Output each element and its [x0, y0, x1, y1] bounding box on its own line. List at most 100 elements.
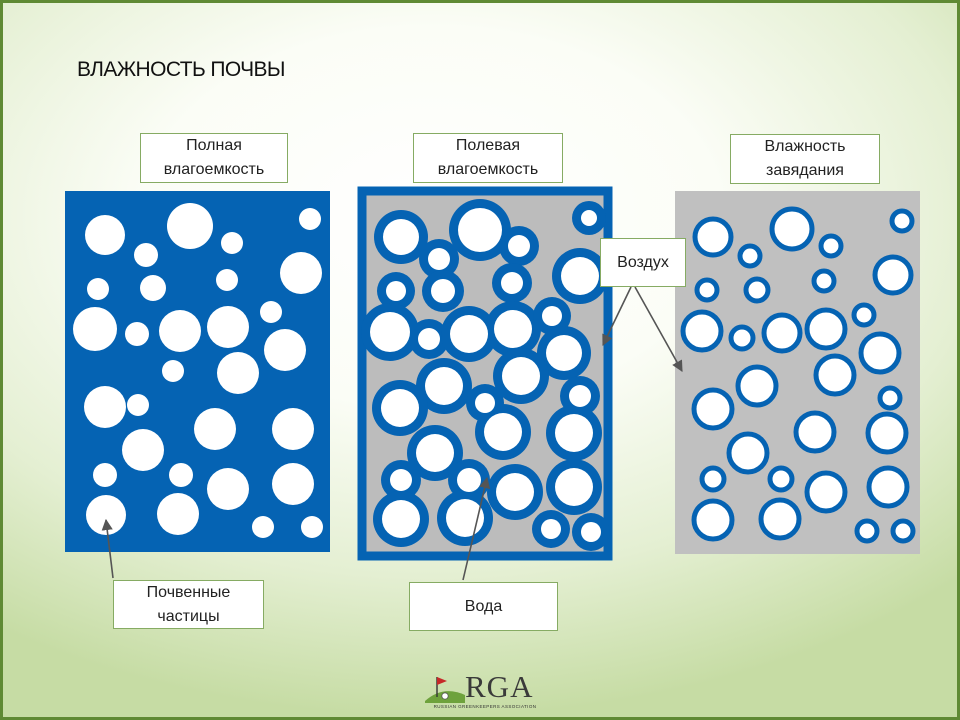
soil-particle [272, 408, 314, 450]
soil-particle [581, 522, 601, 542]
soil-particle [743, 276, 771, 304]
soil-particle [466, 384, 504, 422]
soil-particle [390, 469, 412, 491]
soil-particle [386, 281, 406, 301]
soil-particle [532, 510, 570, 548]
soil-particle [546, 459, 602, 515]
soil-particle [370, 312, 410, 352]
soil-particle [546, 405, 602, 461]
soil-particle [541, 519, 561, 539]
soil-particle [680, 309, 724, 353]
soil-particle [508, 235, 530, 257]
soil-particle [407, 425, 463, 481]
soil-particle [372, 380, 428, 436]
soil-particle [499, 226, 539, 266]
soil-particles [680, 206, 916, 544]
panel-background [65, 191, 330, 552]
soil-particle [555, 414, 593, 452]
soil-particle [122, 429, 164, 471]
soil-particle [167, 203, 213, 249]
soil-particle [569, 385, 591, 407]
soil-particle [383, 219, 419, 255]
soil-particle [735, 364, 779, 408]
soil-particle [169, 463, 193, 487]
panel-full-capacity [65, 191, 330, 552]
soil-particle [157, 493, 199, 535]
label-field-capacity: Полевая влагоемкость [413, 133, 563, 183]
soil-particle [272, 463, 314, 505]
soil-particle [767, 465, 795, 493]
soil-particle [299, 208, 321, 230]
water-films [361, 199, 610, 551]
soil-particle [381, 460, 421, 500]
soil-particle [441, 306, 497, 362]
soil-particle [758, 497, 802, 541]
soil-particle [159, 310, 201, 352]
soil-particle [865, 411, 909, 455]
soil-particle [691, 387, 735, 431]
soil-particle [818, 233, 844, 259]
soil-particle [487, 464, 543, 520]
golf-flag-icon [425, 677, 465, 703]
soil-particle [422, 270, 464, 312]
soil-particle [560, 376, 600, 416]
soil-particle [866, 465, 910, 509]
soil-particle [409, 319, 449, 359]
soil-particle [73, 307, 117, 351]
soil-particle [221, 232, 243, 254]
soil-particle [533, 297, 571, 335]
callout-soil-particles: Почвенные частицы [113, 580, 264, 629]
soil-particle [889, 208, 915, 234]
logo-subtitle: RUSSIAN GREENKEEPERS ASSOCIATION [433, 704, 537, 709]
soil-particle [207, 468, 249, 510]
soil-particle [761, 312, 803, 354]
panel-background [675, 191, 920, 554]
soil-particle [877, 385, 903, 411]
soil-particle [216, 269, 238, 291]
soil-particle [84, 386, 126, 428]
soil-particle [86, 495, 126, 535]
arrow-water [462, 476, 491, 581]
soil-particle [492, 263, 532, 303]
panel-background [362, 191, 608, 556]
soil-particle [813, 353, 857, 397]
soil-particle [162, 360, 184, 382]
soil-particle [425, 367, 463, 405]
slide-title: ВЛАЖНОСТЬ ПОЧВЫ [77, 58, 286, 81]
soil-particle [446, 499, 484, 537]
soil-particle [301, 516, 323, 538]
soil-particle [692, 216, 734, 258]
soil-particle [428, 248, 450, 270]
soil-particle [419, 239, 459, 279]
rga-logo: RGA RUSSIAN GREENKEEPERS ASSOCIATION [425, 669, 545, 711]
soil-particle [87, 278, 109, 300]
soil-particle [85, 215, 125, 255]
soil-particle [804, 307, 848, 351]
soil-particle [475, 404, 531, 460]
soil-particle [207, 306, 249, 348]
soil-particle [431, 279, 455, 303]
soil-particle [737, 243, 763, 269]
soil-particle [484, 413, 522, 451]
soil-particle [93, 463, 117, 487]
soil-particle [890, 518, 916, 544]
soil-particle [416, 358, 472, 414]
soil-particle [726, 431, 770, 475]
soil-particle [125, 322, 149, 346]
soil-particle [493, 348, 549, 404]
soil-particles [370, 208, 601, 542]
soil-particle [494, 310, 532, 348]
soil-particle [377, 272, 415, 310]
soil-particle [382, 500, 420, 538]
soil-particle [217, 352, 259, 394]
soil-particle [374, 210, 428, 264]
logo-wordmark: RGA [465, 669, 534, 704]
callout-air: Воздух [600, 238, 686, 287]
soil-particle [457, 468, 481, 492]
soil-particles [73, 203, 323, 538]
soil-particle [194, 408, 236, 450]
soil-particle [858, 331, 902, 375]
soil-particle [691, 498, 735, 542]
soil-particle [694, 277, 720, 303]
